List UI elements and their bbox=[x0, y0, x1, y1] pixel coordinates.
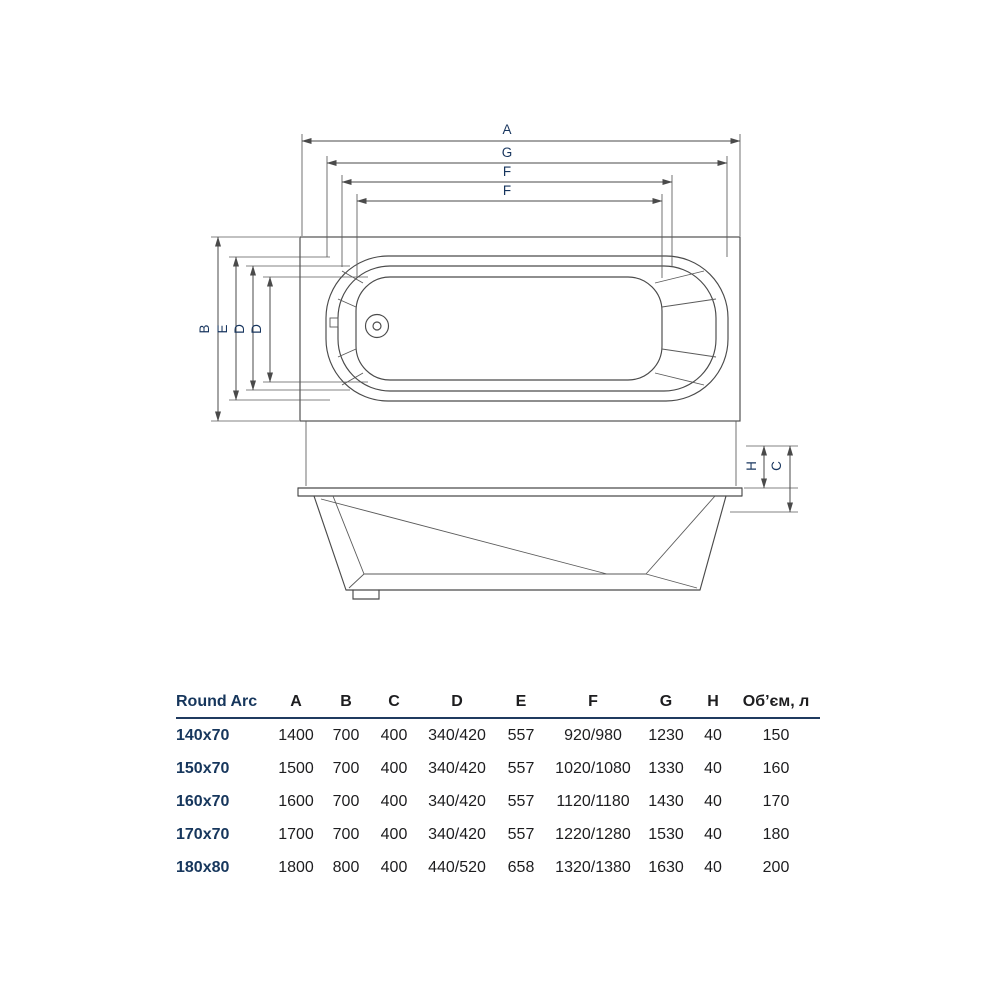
drain-hole bbox=[364, 313, 390, 339]
tub-bowl-outer-contour bbox=[325, 255, 729, 402]
cell-volume: 180 bbox=[762, 825, 790, 843]
col-header-c: C bbox=[388, 692, 400, 710]
col-header-volume: Об’єм, л bbox=[742, 692, 810, 710]
col-header-d: D bbox=[451, 692, 463, 710]
cell-g: 1530 bbox=[648, 825, 684, 843]
table-header-row: Round Arc A B C D E F G H Об’єм, л bbox=[176, 686, 820, 718]
cell-a: 1400 bbox=[278, 726, 314, 744]
cell-volume: 200 bbox=[762, 858, 790, 876]
cell-e: 557 bbox=[507, 726, 535, 744]
tub-outer-rim-outline bbox=[299, 236, 741, 422]
table-row: 160x70 1600 700 400 340/420 557 1120/118… bbox=[176, 785, 820, 818]
cell-g: 1630 bbox=[648, 858, 684, 876]
cell-b: 800 bbox=[332, 858, 360, 876]
dim-label-e: E bbox=[215, 324, 230, 333]
cell-b: 700 bbox=[332, 825, 360, 843]
dim-label-d1: D bbox=[232, 324, 247, 334]
bathtub-technical-drawing: A G F F B E bbox=[197, 122, 798, 600]
cell-d: 340/420 bbox=[428, 792, 486, 810]
dimension-lines: A G F F B E bbox=[197, 122, 798, 513]
side-view bbox=[297, 421, 743, 600]
cell-b: 700 bbox=[332, 726, 360, 744]
cell-g: 1230 bbox=[648, 726, 684, 744]
table-row: 180x80 1800 800 400 440/520 658 1320/138… bbox=[176, 851, 820, 884]
col-header-e: E bbox=[515, 692, 527, 710]
table-row: 150x70 1500 700 400 340/420 557 1020/108… bbox=[176, 752, 820, 785]
row-size: 150x70 bbox=[176, 759, 230, 777]
cell-c: 400 bbox=[380, 825, 408, 843]
dimensions-table: Round Arc A B C D E F G H Об’єм, л 140x7… bbox=[176, 686, 820, 884]
table-row: 170x70 1700 700 400 340/420 557 1220/128… bbox=[176, 818, 820, 851]
cell-d: 340/420 bbox=[428, 726, 486, 744]
cell-c: 400 bbox=[380, 792, 408, 810]
cell-a: 1600 bbox=[278, 792, 314, 810]
dim-label-g: G bbox=[502, 145, 513, 160]
cell-volume: 170 bbox=[762, 792, 790, 810]
cell-a: 1700 bbox=[278, 825, 314, 843]
cell-e: 557 bbox=[507, 759, 535, 777]
dim-label-h: H bbox=[744, 461, 759, 471]
cell-d: 340/420 bbox=[428, 759, 486, 777]
cell-g: 1430 bbox=[648, 792, 684, 810]
cell-a: 1800 bbox=[278, 858, 314, 876]
cell-h: 40 bbox=[704, 858, 722, 876]
cell-c: 400 bbox=[380, 759, 408, 777]
cell-e: 557 bbox=[507, 825, 535, 843]
plan-view bbox=[299, 236, 741, 422]
col-header-b: B bbox=[340, 692, 352, 710]
cell-e: 557 bbox=[507, 792, 535, 810]
overflow-mark bbox=[329, 317, 339, 328]
cell-h: 40 bbox=[704, 792, 722, 810]
rim-band bbox=[297, 487, 743, 497]
tub-bowl-mid-contour bbox=[337, 265, 717, 392]
cell-volume: 160 bbox=[762, 759, 790, 777]
dim-label-a: A bbox=[502, 122, 511, 137]
cell-e: 658 bbox=[507, 858, 535, 876]
cell-d: 340/420 bbox=[428, 825, 486, 843]
table-row: 140x70 1400 700 400 340/420 557 920/980 … bbox=[176, 718, 820, 752]
col-header-a: A bbox=[290, 692, 302, 710]
row-size: 170x70 bbox=[176, 825, 230, 843]
cell-h: 40 bbox=[704, 759, 722, 777]
inner-bowl-lines bbox=[320, 495, 716, 589]
table-title: Round Arc bbox=[176, 692, 258, 710]
dim-label-c: C bbox=[769, 461, 784, 471]
body-outline bbox=[313, 495, 727, 591]
col-header-h: H bbox=[707, 692, 719, 710]
row-size: 160x70 bbox=[176, 792, 230, 810]
dim-label-d2: D bbox=[249, 324, 264, 334]
cell-f: 1120/1180 bbox=[556, 792, 630, 810]
cell-a: 1500 bbox=[278, 759, 314, 777]
cell-f: 1320/1380 bbox=[555, 858, 631, 876]
dim-label-f2: F bbox=[503, 183, 511, 198]
cell-h: 40 bbox=[704, 825, 722, 843]
projection-lines bbox=[305, 421, 737, 486]
tub-foot bbox=[352, 589, 380, 600]
cell-h: 40 bbox=[704, 726, 722, 744]
dim-label-b: B bbox=[197, 324, 212, 333]
cell-b: 700 bbox=[332, 759, 360, 777]
tub-bowl-bottom-contour bbox=[355, 276, 663, 381]
row-size: 140x70 bbox=[176, 726, 230, 744]
row-size: 180x80 bbox=[176, 858, 230, 876]
cell-f: 1220/1280 bbox=[555, 825, 631, 843]
cell-volume: 150 bbox=[762, 726, 790, 744]
cell-d: 440/520 bbox=[428, 858, 486, 876]
col-header-f: F bbox=[588, 692, 598, 710]
cell-c: 400 bbox=[380, 858, 408, 876]
dim-label-f1: F bbox=[503, 164, 511, 179]
bowl-corner-fan-lines bbox=[337, 270, 717, 386]
cell-g: 1330 bbox=[648, 759, 684, 777]
col-header-g: G bbox=[659, 692, 673, 710]
cell-f: 920/980 bbox=[564, 726, 622, 744]
cell-c: 400 bbox=[380, 726, 408, 744]
cell-b: 700 bbox=[332, 792, 360, 810]
cell-f: 1020/1080 bbox=[555, 759, 631, 777]
